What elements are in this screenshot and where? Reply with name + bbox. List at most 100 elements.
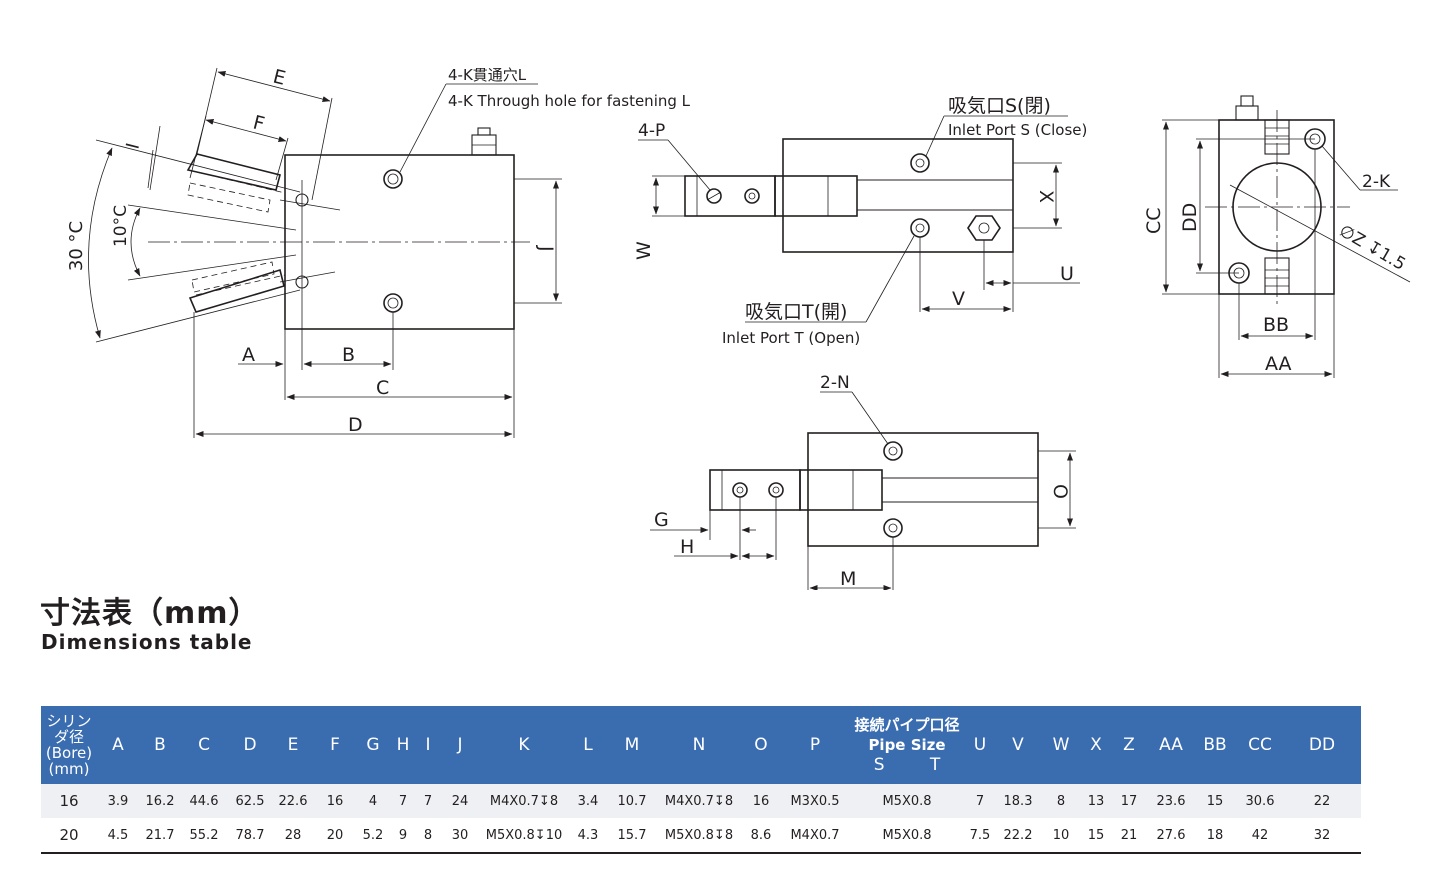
header-cell: K	[481, 706, 567, 784]
header-cell: U	[963, 706, 997, 784]
end-view: CC DD BB AA 2-K ∅Z ↧1.5	[1143, 95, 1411, 378]
section-title-en: Dimensions table	[41, 630, 253, 654]
value-cell: 32	[1283, 818, 1361, 854]
value-cell: 23.6	[1149, 784, 1193, 818]
header-cell: V	[997, 706, 1039, 784]
value-cell: 20	[313, 818, 357, 854]
value-cell: M4X0.7↧8	[655, 784, 743, 818]
value-cell: 7.5	[963, 818, 997, 854]
table-row: 20 4.5 21.7 55.2 78.7 28 20 5.2 9 8 30 M…	[41, 818, 1361, 854]
header-cell: B	[139, 706, 181, 784]
value-cell: 7	[963, 784, 997, 818]
value-cell: 8	[1039, 784, 1083, 818]
value-cell: 16.2	[139, 784, 181, 818]
value-cell: 22.6	[273, 784, 313, 818]
value-cell: 22.2	[997, 818, 1039, 854]
header-cell: F	[313, 706, 357, 784]
value-cell: 16	[313, 784, 357, 818]
value-cell: 21	[1109, 818, 1149, 854]
value-cell: M4X0.7	[779, 818, 851, 854]
label-BB: BB	[1263, 314, 1289, 336]
header-cell: N	[655, 706, 743, 784]
header-cell: L	[567, 706, 609, 784]
port-t-jp: 吸気口T(開)	[745, 301, 847, 323]
value-cell: 9	[389, 818, 417, 854]
label-CC: CC	[1143, 207, 1165, 234]
value-cell: 15	[1193, 784, 1237, 818]
header-cell: W	[1039, 706, 1083, 784]
label-AA: AA	[1265, 353, 1292, 375]
header-pipe-size: 接続パイプ口径 Pipe Size S T	[851, 706, 963, 784]
header-cell: DD	[1283, 706, 1361, 784]
front-view: X W U V 4-P 吸気口S(閉) Inlet Port S (Close)…	[633, 95, 1087, 347]
value-cell: M5X0.8↧8	[655, 818, 743, 854]
value-cell: 15	[1083, 818, 1109, 854]
value-cell: M3X0.5	[779, 784, 851, 818]
header-pipe-st: S T	[851, 755, 963, 775]
value-cell: 3.4	[567, 784, 609, 818]
bottom-view: O 2-N G H M	[650, 373, 1076, 590]
header-cell: M	[609, 706, 655, 784]
header-bore-line: シリン	[46, 712, 92, 730]
value-cell: 30.6	[1237, 784, 1283, 818]
pipe-cell: M5X0.8	[851, 784, 963, 818]
value-cell: 44.6	[181, 784, 227, 818]
value-cell: 18	[1193, 818, 1237, 854]
value-cell: M5X0.8↧10	[481, 818, 567, 854]
header-bore: シリン ダ径 (Bore) (mm)	[41, 706, 97, 784]
header-cell: AA	[1149, 706, 1193, 784]
header-cell: I	[417, 706, 439, 784]
label-DD: DD	[1179, 203, 1201, 232]
value-cell: 4.5	[97, 818, 139, 854]
bore-cell: 16	[41, 784, 97, 818]
label-C: C	[376, 377, 389, 399]
header-pipe-s: S	[873, 755, 885, 775]
header-cell: A	[97, 706, 139, 784]
callout-4k-en: 4-K Through hole for fastening L	[448, 92, 691, 110]
label-V: V	[952, 288, 965, 310]
label-H: H	[680, 536, 694, 558]
value-cell: 55.2	[181, 818, 227, 854]
header-cell: J	[439, 706, 481, 784]
label-F: F	[251, 112, 267, 136]
header-cell: X	[1083, 706, 1109, 784]
technical-drawing: 30 °C 10°C E F I J A B C D	[66, 66, 1411, 590]
header-cell: D	[227, 706, 273, 784]
value-cell: 16	[743, 784, 779, 818]
header-cell: G	[357, 706, 389, 784]
label-2N: 2-N	[820, 373, 850, 393]
label-4P: 4-P	[638, 121, 665, 141]
dimensions-table: シリン ダ径 (Bore) (mm) A B C D E F G H I J K…	[41, 706, 1361, 854]
header-pipe-t: T	[929, 755, 941, 775]
value-cell: 4.3	[567, 818, 609, 854]
section-title-jp: 寸法表（mm）	[40, 596, 260, 631]
port-s-en: Inlet Port S (Close)	[948, 121, 1087, 139]
value-cell: 4	[357, 784, 389, 818]
label-X: X	[1035, 190, 1057, 203]
label-B: B	[342, 344, 355, 366]
value-cell: 7	[389, 784, 417, 818]
label-E: E	[271, 66, 288, 90]
table-row: 16 3.9 16.2 44.6 62.5 22.6 16 4 7 7 24 M…	[41, 784, 1361, 818]
header-bore-line: (Bore)	[45, 744, 93, 762]
value-cell: 22	[1283, 784, 1361, 818]
value-cell: 17	[1109, 784, 1149, 818]
value-cell: 21.7	[139, 818, 181, 854]
header-bore-line: ダ径	[53, 728, 84, 746]
value-cell: 5.2	[357, 818, 389, 854]
side-view: 30 °C 10°C E F I J A B C D	[66, 66, 691, 438]
header-cell: CC	[1237, 706, 1283, 784]
header-cell: BB	[1193, 706, 1237, 784]
header-cell: P	[779, 706, 851, 784]
label-J: J	[535, 245, 557, 252]
value-cell: 42	[1237, 818, 1283, 854]
header-cell: H	[389, 706, 417, 784]
header-cell: C	[181, 706, 227, 784]
value-cell: 3.9	[97, 784, 139, 818]
port-t-en: Inlet Port T (Open)	[722, 329, 860, 347]
value-cell: 28	[273, 818, 313, 854]
pipe-cell: M5X0.8	[851, 818, 963, 854]
value-cell: 7	[417, 784, 439, 818]
label-M: M	[840, 568, 856, 590]
label-D: D	[348, 414, 363, 436]
